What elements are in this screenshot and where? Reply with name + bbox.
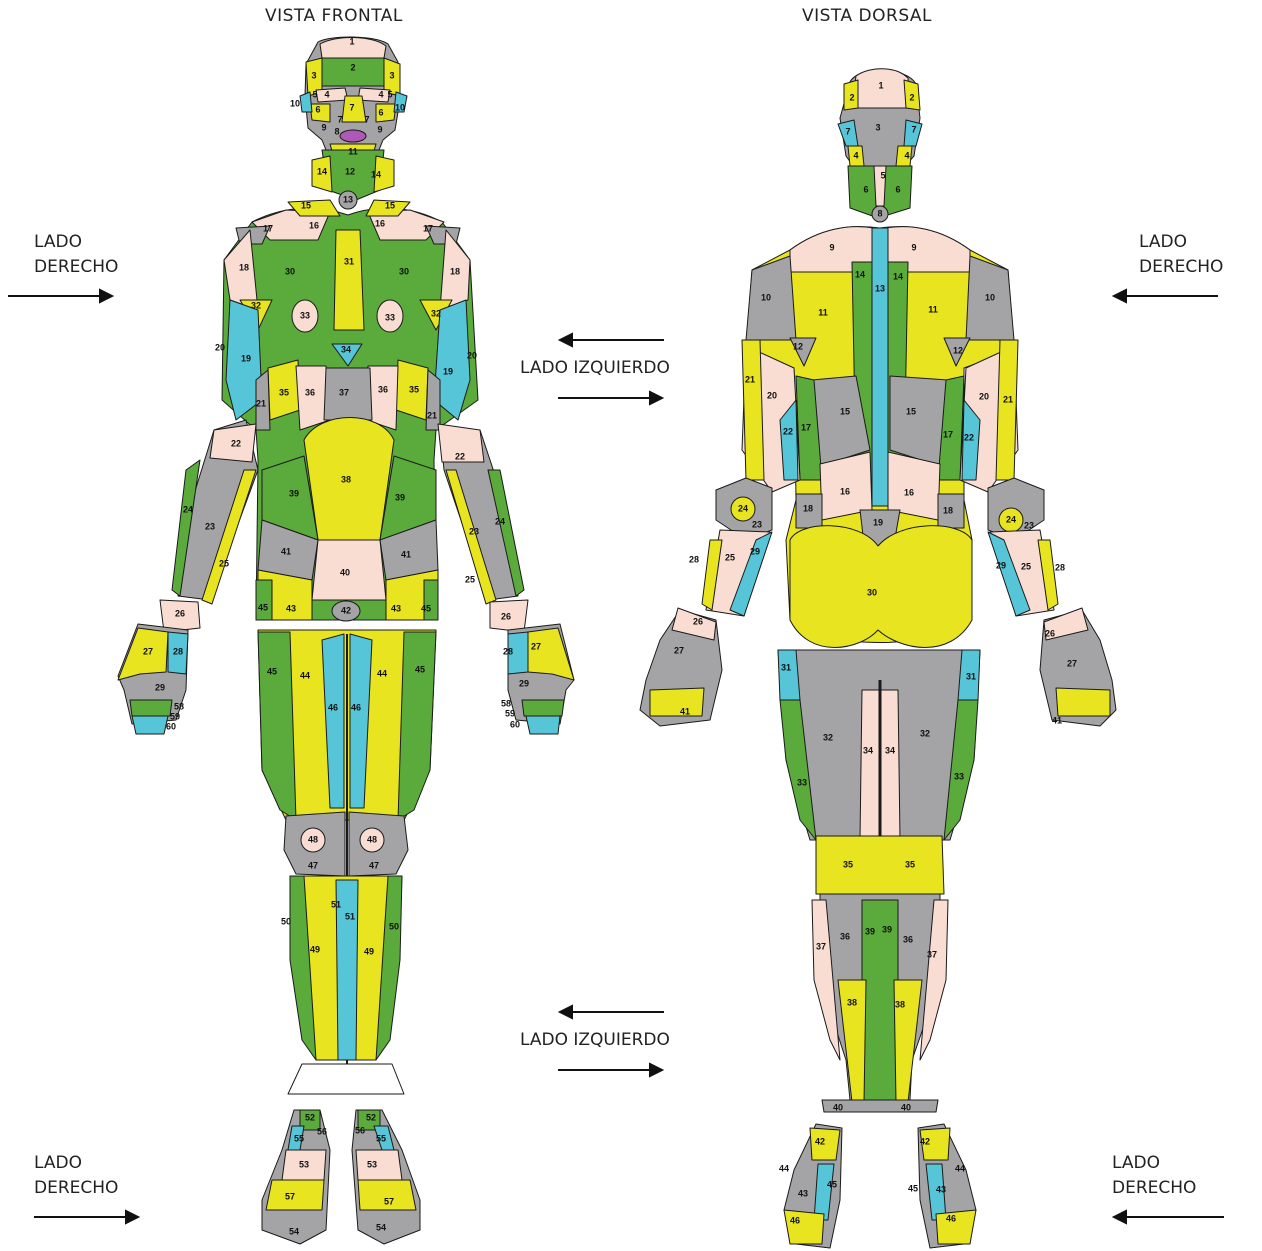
back-region-number: 45 — [908, 1183, 918, 1193]
back-upperarm-outer-right-region — [742, 340, 764, 480]
back-region-number: 36 — [903, 934, 913, 944]
back-region-number: 28 — [1055, 562, 1065, 572]
back-region-number: 14 — [893, 271, 903, 281]
back-region-number: 42 — [920, 1136, 930, 1146]
back-region-number: 18 — [943, 505, 953, 515]
back-region-number: 32 — [823, 732, 833, 742]
back-region-number: 33 — [797, 777, 807, 787]
back-region-number: 10 — [985, 292, 995, 302]
back-region-number: 12 — [953, 345, 963, 355]
back-region-number: 21 — [1003, 394, 1013, 404]
back-region-number: 27 — [674, 645, 684, 655]
back-region-number: 20 — [767, 390, 777, 400]
back-region-number: 11 — [818, 307, 828, 317]
back-region-number: 17 — [801, 422, 811, 432]
back-region-number: 35 — [843, 859, 853, 869]
back-buttocks-region — [790, 526, 972, 648]
back-region-number: 29 — [996, 560, 1006, 570]
back-region-number: 15 — [840, 406, 850, 416]
back-region-number: 25 — [725, 552, 735, 562]
back-knee-region — [816, 836, 944, 894]
back-region-number: 12 — [793, 341, 803, 351]
back-region-number: 34 — [863, 745, 873, 755]
back-region-number: 25 — [1021, 561, 1031, 571]
back-region-number: 44 — [779, 1163, 789, 1173]
back-region-number: 30 — [867, 587, 877, 597]
back-region-number: 1 — [878, 80, 883, 90]
back-fingers-left-region — [1056, 688, 1110, 716]
back-region-number: 5 — [880, 170, 885, 180]
back-region-number: 20 — [979, 391, 989, 401]
back-region-number: 27 — [1067, 658, 1077, 668]
back-region-number: 37 — [927, 949, 937, 959]
back-spine-region — [872, 228, 888, 506]
back-region-number: 46 — [946, 1213, 956, 1223]
back-region-number: 43 — [936, 1184, 946, 1194]
back-region-number: 8 — [877, 208, 882, 218]
back-region-number: 24 — [1006, 514, 1016, 524]
back-upperarm-outer-left-region — [996, 340, 1018, 480]
back-region-number: 45 — [827, 1179, 837, 1189]
back-region-number: 41 — [680, 706, 690, 716]
back-region-number: 26 — [1045, 628, 1055, 638]
back-region-number: 3 — [875, 122, 880, 132]
back-region-number: 40 — [901, 1102, 911, 1112]
back-region-number: 31 — [966, 671, 976, 681]
back-region-number: 34 — [885, 745, 895, 755]
back-region-number: 10 — [761, 292, 771, 302]
back-region-number: 2 — [849, 92, 854, 102]
back-region-number: 16 — [840, 486, 850, 496]
back-region-number: 28 — [689, 554, 699, 564]
back-region-number: 9 — [829, 242, 834, 252]
back-region-number: 31 — [781, 662, 791, 672]
back-region-number: 40 — [833, 1102, 843, 1112]
back-region-number: 2 — [909, 92, 914, 102]
back-region-number: 16 — [904, 487, 914, 497]
back-region-number: 14 — [855, 269, 865, 279]
back-region-number: 4 — [904, 150, 909, 160]
back-region-number: 6 — [895, 184, 900, 194]
back-region-number: 36 — [840, 931, 850, 941]
back-region-number: 43 — [798, 1188, 808, 1198]
back-region-number: 42 — [815, 1136, 825, 1146]
back-region-number: 22 — [783, 426, 793, 436]
back-region-number: 22 — [964, 432, 974, 442]
back-thigh-outer-right-region — [778, 650, 800, 700]
back-region-number: 17 — [943, 429, 953, 439]
back-region-number: 11 — [928, 304, 938, 314]
back-region-number: 39 — [882, 924, 892, 934]
back-region-number: 29 — [750, 546, 760, 556]
back-region-number: 37 — [816, 941, 826, 951]
back-region-number: 41 — [1052, 715, 1062, 725]
back-region-number: 15 — [906, 406, 916, 416]
back-region-number: 32 — [920, 728, 930, 738]
back-region-number: 35 — [905, 859, 915, 869]
back-region-number: 23 — [1024, 520, 1034, 530]
back-region-number: 23 — [752, 519, 762, 529]
back-region-number: 33 — [954, 771, 964, 781]
back-region-number: 9 — [911, 242, 916, 252]
back-region-number: 7 — [845, 126, 850, 136]
back-region-number: 13 — [875, 283, 885, 293]
back-region-number: 46 — [790, 1215, 800, 1225]
back-region-number: 18 — [803, 503, 813, 513]
back-region-number: 24 — [738, 503, 748, 513]
back-region-number: 44 — [955, 1163, 965, 1173]
back-region-number: 26 — [693, 616, 703, 626]
back-mid-back-left-region — [890, 376, 948, 466]
back-region-number: 4 — [853, 150, 858, 160]
back-region-number: 6 — [863, 184, 868, 194]
back-region-number: 39 — [865, 926, 875, 936]
back-region-number: 38 — [847, 997, 857, 1007]
back-region-number: 21 — [745, 374, 755, 384]
back-region-number: 7 — [911, 124, 916, 134]
back-fingers-right-region — [650, 688, 704, 716]
back-region-number: 38 — [895, 999, 905, 1009]
back-region-number: 19 — [873, 517, 883, 527]
